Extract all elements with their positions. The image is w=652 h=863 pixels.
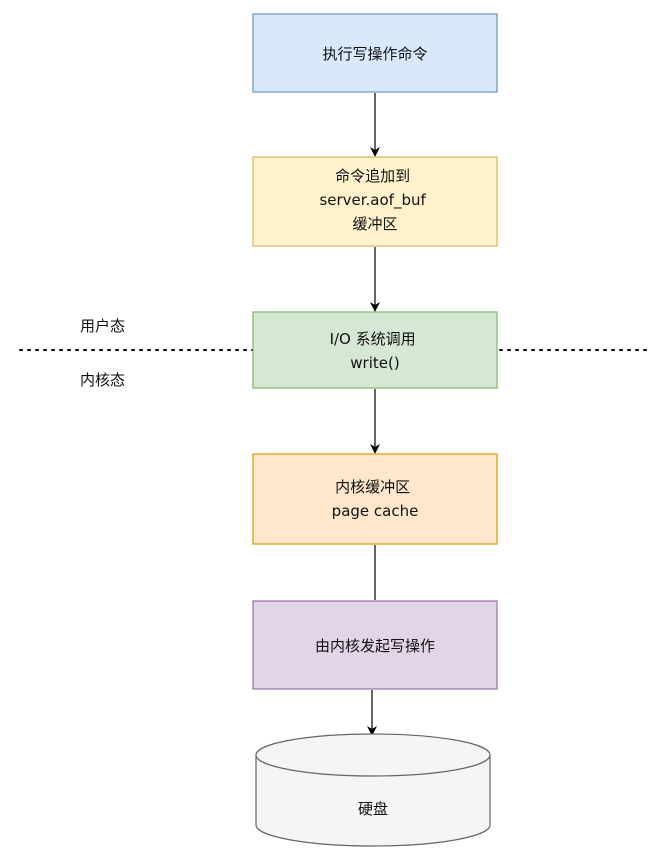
- node-write-syscall-box: [252, 311, 498, 389]
- node-write-syscall-line-2: write(): [350, 354, 399, 372]
- node-append-aof-buf-text: 命令追加到 server.aof_buf 缓冲区: [319, 167, 430, 233]
- node-append-aof-buf-line-3: 缓冲区: [352, 215, 397, 233]
- node-exec-write-text: 执行写操作命令: [322, 45, 427, 63]
- node-page-cache-line-2: page cache: [332, 502, 419, 520]
- node-page-cache: 内核缓冲区 page cache: [252, 453, 498, 545]
- node-append-aof-buf-line-1: 命令追加到: [335, 167, 410, 185]
- kernel-mode-label: 内核态: [80, 371, 125, 389]
- node-exec-write-line-1: 执行写操作命令: [322, 45, 427, 63]
- node-page-cache-line-1: 内核缓冲区: [335, 478, 410, 496]
- node-kernel-write: 由内核发起写操作: [252, 600, 498, 690]
- node-append-aof-buf-line-2: server.aof_buf: [319, 191, 426, 210]
- node-exec-write: 执行写操作命令: [252, 13, 498, 93]
- disk-cylinder-top: [255, 733, 491, 777]
- node-append-aof-buf-box: [252, 156, 498, 247]
- node-page-cache-box: [252, 453, 498, 545]
- node-disk: 硬盘: [255, 733, 491, 847]
- disk-cylinder-body: [255, 755, 491, 847]
- node-page-cache-text: 内核缓冲区 page cache: [332, 478, 419, 520]
- node-kernel-write-text: 由内核发起写操作: [315, 637, 435, 655]
- node-exec-write-box: [252, 13, 498, 93]
- node-write-syscall: I/O 系统调用 write(): [252, 311, 498, 389]
- node-write-syscall-line-1: I/O 系统调用: [330, 330, 416, 348]
- user-mode-label: 用户态: [80, 317, 125, 335]
- node-disk-text: 硬盘: [358, 800, 388, 818]
- node-write-syscall-text: I/O 系统调用 write(): [330, 330, 421, 372]
- node-append-aof-buf: 命令追加到 server.aof_buf 缓冲区: [252, 156, 498, 247]
- node-disk-line-1: 硬盘: [358, 800, 388, 818]
- node-kernel-write-line-1: 由内核发起写操作: [315, 637, 435, 655]
- node-kernel-write-box: [252, 600, 498, 690]
